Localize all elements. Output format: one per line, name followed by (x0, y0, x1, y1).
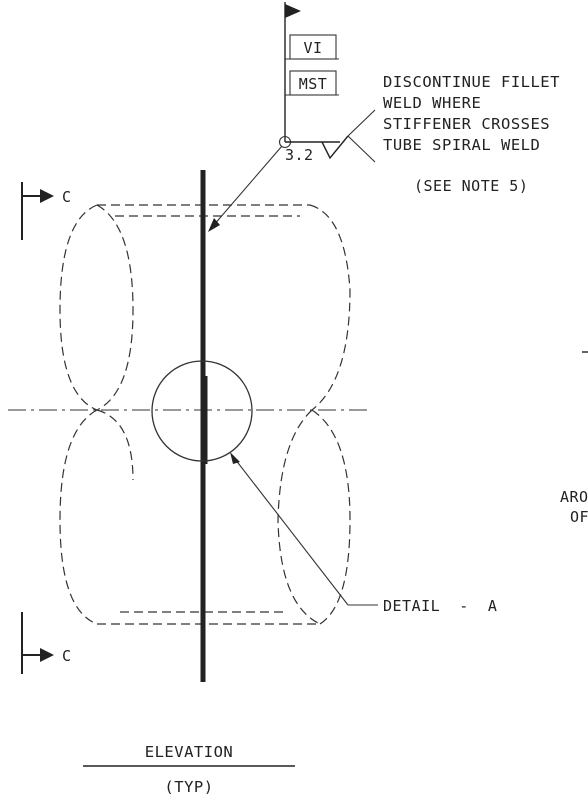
note-line-2: WELD WHERE (383, 94, 481, 112)
section-marker-bottom: C (21, 612, 72, 674)
note-line-1: DISCONTINUE FILLET (383, 73, 560, 91)
section-marker-top: C (21, 182, 72, 240)
detail-a-circle (151, 360, 253, 462)
note-line-4: TUBE SPIRAL WELD (383, 136, 540, 154)
title-sub: (TYP) (164, 778, 213, 796)
lower-tube-hidden (59, 409, 351, 625)
section-label-bottom: C (62, 647, 72, 665)
weld-flag (284, 2, 301, 142)
weld-symbol: 3.2 (278, 135, 349, 164)
stiffener-plate (200, 170, 208, 682)
weld-tag-boxes: VI MST (285, 34, 339, 96)
drawing-title: ELEVATION (TYP) (83, 743, 295, 796)
partial-edge-marks: ARO OF (560, 351, 588, 526)
note-line-3: STIFFENER CROSSES (383, 115, 550, 133)
weld-note: DISCONTINUE FILLET WELD WHERE STIFFENER … (383, 73, 560, 195)
weld-tail (347, 109, 376, 163)
detail-a-leader: DETAIL - A (230, 452, 497, 615)
note-ref: (SEE NOTE 5) (414, 177, 528, 195)
partial-text-1: ARO (560, 488, 588, 506)
title-main: ELEVATION (145, 743, 234, 761)
section-label-top: C (62, 188, 72, 206)
weld-size: 3.2 (285, 146, 314, 164)
detail-a-label: DETAIL - A (383, 597, 497, 615)
weld-tag-vi: VI (303, 39, 322, 57)
weld-tag-mst: MST (299, 75, 328, 93)
partial-text-2: OF (570, 508, 588, 526)
weld-leader-arrow (208, 145, 283, 232)
